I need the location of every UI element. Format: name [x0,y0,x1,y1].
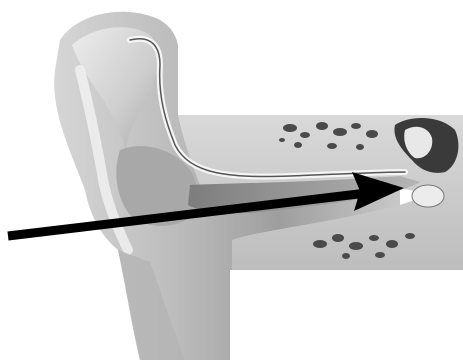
cutaway-upper-blank [178,0,463,114]
cutaway-lower-blank [232,270,463,360]
eardrum [412,185,444,207]
